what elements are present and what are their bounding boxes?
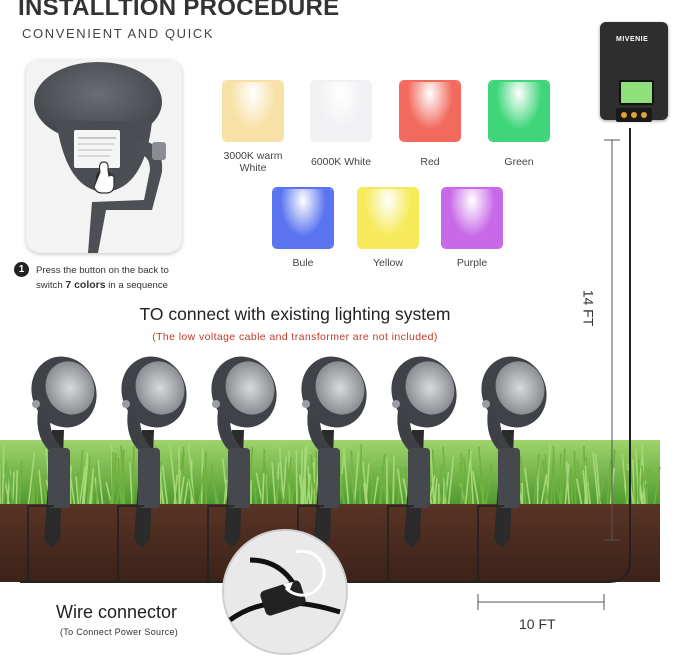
transformer-brand: MIVENIE [616, 36, 649, 43]
color-swatch-3 [488, 80, 550, 142]
step-instruction: Press the button on the back to switch 7… [36, 265, 169, 291]
color-swatch-label: 6000K White [310, 156, 372, 168]
wire-connector-title: Wire connector [56, 602, 178, 622]
spotlight [31, 356, 97, 548]
spacing-dimension-label: 10 FT [519, 616, 556, 632]
branch-cable [387, 505, 414, 582]
transformer-timer-display [619, 80, 654, 105]
color-swatch-2 [399, 80, 461, 142]
color-swatch-label: Bule [292, 257, 314, 269]
color-swatch-6 [441, 187, 503, 249]
branch-cable [207, 505, 234, 582]
wire-connector-subtitle: (To Connect Power Source) [60, 627, 179, 637]
main-cable [20, 128, 631, 583]
spotlight [211, 356, 277, 548]
color-swatch-0 [222, 80, 284, 142]
step-number-badge: 1 [14, 262, 29, 277]
branch-cable [117, 505, 144, 582]
spotlight [301, 356, 367, 548]
product-back-photo [26, 60, 182, 253]
spotlight [121, 356, 187, 548]
page-title: INSTALLTION PROCEDURE [18, 0, 340, 21]
twist-arrow-icon [284, 549, 326, 597]
color-swatch-label: Purple [456, 257, 488, 269]
branch-cable [477, 505, 504, 582]
height-dimension-label: 14 FT [580, 289, 597, 327]
branch-cable [27, 505, 54, 582]
page-subtitle: CONVENIENT AND QUICK [22, 26, 215, 41]
spotlight-back-illustration [26, 60, 182, 253]
color-swatch-label: 3000K warm White [223, 150, 283, 174]
spotlight [481, 356, 547, 548]
color-swatch-4 [272, 187, 334, 249]
branch-cables [27, 505, 504, 582]
spotlight-row [31, 356, 547, 548]
wire-connector-closeup [222, 529, 348, 655]
connector-clip-icon [260, 580, 306, 616]
product-label [74, 130, 120, 168]
connection-headline: TO connect with existing lighting system [139, 304, 451, 324]
color-swatch-label: Red [420, 156, 440, 168]
color-swatch-label: Yellow [373, 257, 403, 269]
connection-note: (The low voltage cable and transformer a… [152, 331, 438, 343]
color-swatch-5 [357, 187, 419, 249]
transformer-terminal-icon [616, 108, 652, 122]
pointing-hand-icon [93, 161, 115, 194]
color-swatch-1 [310, 80, 372, 142]
spotlight [391, 356, 457, 548]
color-swatch-label: Green [504, 156, 534, 168]
